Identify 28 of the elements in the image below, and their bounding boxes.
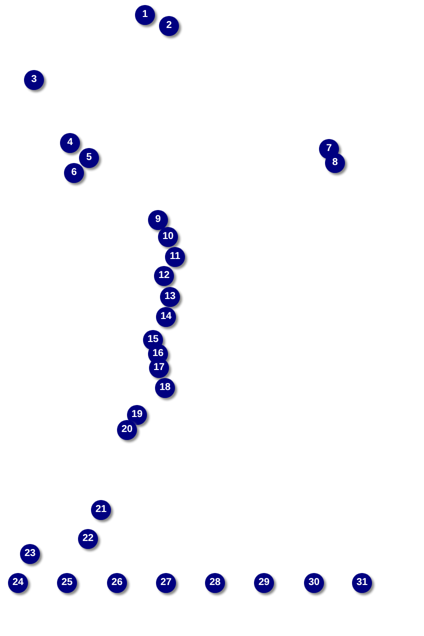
- callout-number: 12: [154, 266, 174, 286]
- callout-number: 28: [205, 573, 225, 593]
- callout-number: 13: [160, 287, 180, 307]
- callout-number: 30: [304, 573, 324, 593]
- callout-number: 20: [117, 420, 137, 440]
- callout-number: 25: [57, 573, 77, 593]
- callout-number: 6: [64, 163, 84, 183]
- callout-number: 21: [91, 500, 111, 520]
- callout-number: 17: [149, 358, 169, 378]
- callout-number: 11: [165, 247, 185, 267]
- callout-number: 31: [352, 573, 372, 593]
- callout-number: 27: [156, 573, 176, 593]
- callout-number: 10: [158, 227, 178, 247]
- callout-number: 8: [325, 153, 345, 173]
- callout-number: 29: [254, 573, 274, 593]
- callout-number: 23: [20, 544, 40, 564]
- callout-number: 19: [127, 405, 147, 425]
- callout-number: 26: [107, 573, 127, 593]
- callout-number: 3: [24, 70, 44, 90]
- callout-number: 14: [156, 307, 176, 327]
- callout-number: 9: [148, 210, 168, 230]
- callout-number: 5: [79, 148, 99, 168]
- callout-number: 22: [78, 529, 98, 549]
- callout-number: 2: [159, 16, 179, 36]
- callout-number: 18: [155, 378, 175, 398]
- callout-number: 1: [135, 5, 155, 25]
- callout-number: 4: [60, 133, 80, 153]
- callout-number: 24: [8, 573, 28, 593]
